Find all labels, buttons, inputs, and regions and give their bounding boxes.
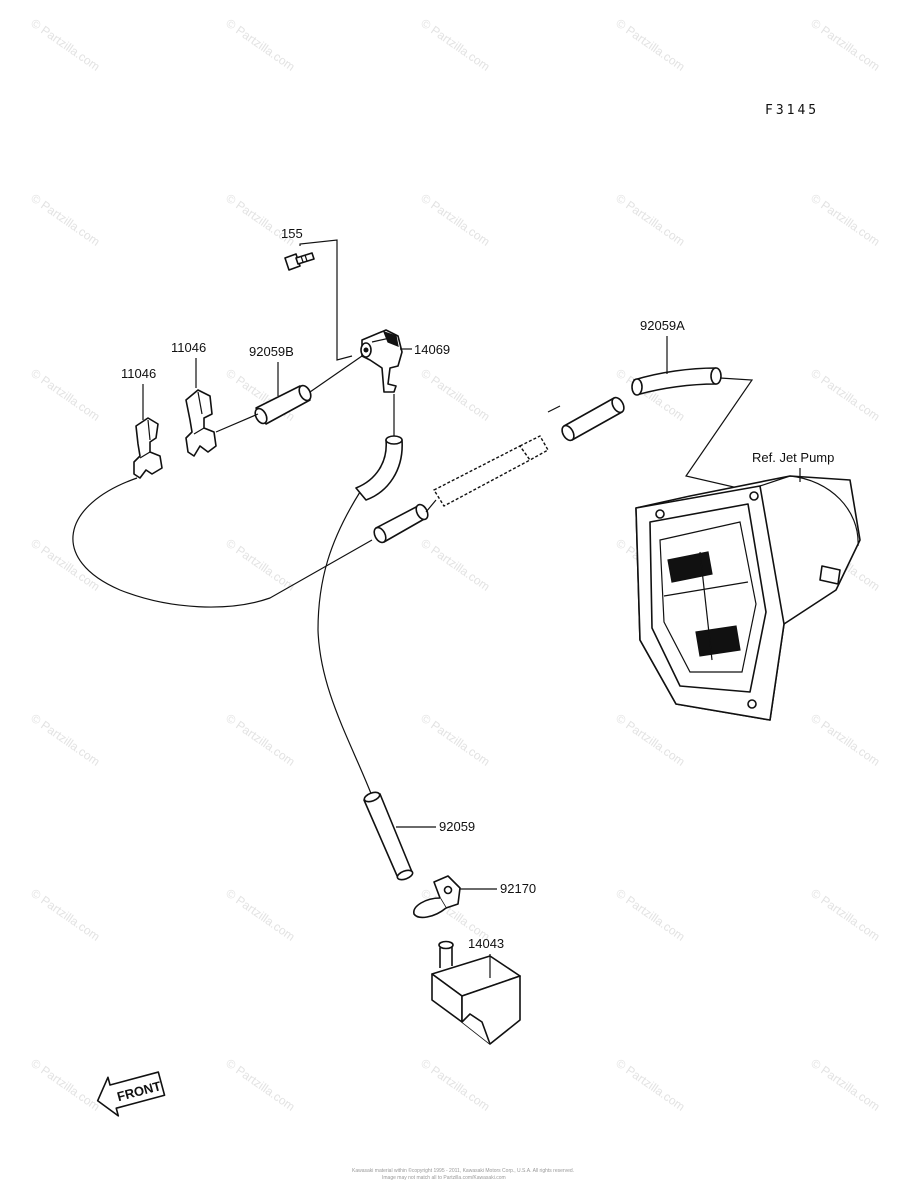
watermark: © Partzilla.com xyxy=(808,366,882,424)
watermark: © Partzilla.com xyxy=(808,711,882,769)
label-11046-a: 11046 xyxy=(121,366,156,381)
label-11046-b: 11046 xyxy=(171,340,206,355)
hose-92059[interactable] xyxy=(363,791,414,882)
watermark: © Partzilla.com xyxy=(28,1056,102,1114)
hose-92059a[interactable] xyxy=(631,367,722,396)
label-92059b: 92059B xyxy=(249,344,294,359)
watermark: © Partzilla.com xyxy=(808,16,882,74)
leader-155 xyxy=(299,239,353,361)
clip-11046-rear[interactable] xyxy=(185,389,217,457)
jet-pump[interactable] xyxy=(635,475,861,721)
route-long-hose xyxy=(317,491,373,797)
route-clip-loop xyxy=(72,477,373,608)
route-hose-to-elbow xyxy=(309,355,363,393)
bolt-155[interactable] xyxy=(284,252,315,271)
label-155: 155 xyxy=(281,226,303,241)
route-to-hidden-pipe xyxy=(425,499,437,513)
watermark: © Partzilla.com xyxy=(223,1056,297,1114)
watermark: © Partzilla.com xyxy=(808,1056,882,1114)
watermark: © Partzilla.com xyxy=(418,191,492,249)
footer-line2: Image may not match all to Partzilla.com… xyxy=(382,1175,506,1181)
label-ref-jet-pump: Ref. Jet Pump xyxy=(752,450,834,465)
watermark: © Partzilla.com xyxy=(28,886,102,944)
watermark: © Partzilla.com xyxy=(28,536,102,594)
footer-line1: Kawasaki material within ©copyright 1995… xyxy=(352,1167,574,1174)
watermark: © Partzilla.com xyxy=(223,711,297,769)
watermark: © Partzilla.com xyxy=(418,366,492,424)
block-14043[interactable] xyxy=(431,940,521,1045)
watermark: © Partzilla.com xyxy=(613,711,687,769)
watermark: © Partzilla.com xyxy=(613,886,687,944)
hose-middle[interactable] xyxy=(372,503,430,545)
hose-short-right[interactable] xyxy=(560,396,627,443)
watermark: © Partzilla.com xyxy=(613,1056,687,1114)
label-92059: 92059 xyxy=(439,819,475,834)
watermark: © Partzilla.com xyxy=(808,191,882,249)
elbow-fitting-14069[interactable] xyxy=(360,329,403,393)
hose-92059b[interactable] xyxy=(253,384,313,426)
route-clip-to-hose xyxy=(215,413,259,433)
label-14043: 14043 xyxy=(468,936,504,951)
watermark: © Partzilla.com xyxy=(418,711,492,769)
front-arrow: FRONT xyxy=(96,1071,166,1117)
clamp-92170[interactable] xyxy=(413,875,461,919)
watermark: © Partzilla.com xyxy=(223,536,297,594)
watermark: © Partzilla.com xyxy=(223,16,297,74)
route-92059a-to-pump xyxy=(685,377,765,495)
watermark: © Partzilla.com xyxy=(28,366,102,424)
watermark: © Partzilla.com xyxy=(418,1056,492,1114)
pipe-hidden xyxy=(433,435,549,507)
watermark: © Partzilla.com xyxy=(613,191,687,249)
clip-11046-front[interactable] xyxy=(133,417,163,479)
watermark: © Partzilla.com xyxy=(28,711,102,769)
route-short-a xyxy=(547,405,561,413)
watermark: © Partzilla.com xyxy=(28,191,102,249)
watermark: © Partzilla.com xyxy=(613,16,687,74)
label-92170: 92170 xyxy=(500,881,536,896)
hose-curved-92059[interactable] xyxy=(355,435,403,501)
diagram-code: F3145 xyxy=(765,103,819,118)
watermark: © Partzilla.com xyxy=(28,16,102,74)
watermark: © Partzilla.com xyxy=(418,536,492,594)
label-92059a: 92059A xyxy=(640,318,685,333)
watermark: © Partzilla.com xyxy=(223,886,297,944)
label-14069: 14069 xyxy=(414,342,450,357)
watermark: © Partzilla.com xyxy=(808,886,882,944)
watermark: © Partzilla.com xyxy=(418,16,492,74)
